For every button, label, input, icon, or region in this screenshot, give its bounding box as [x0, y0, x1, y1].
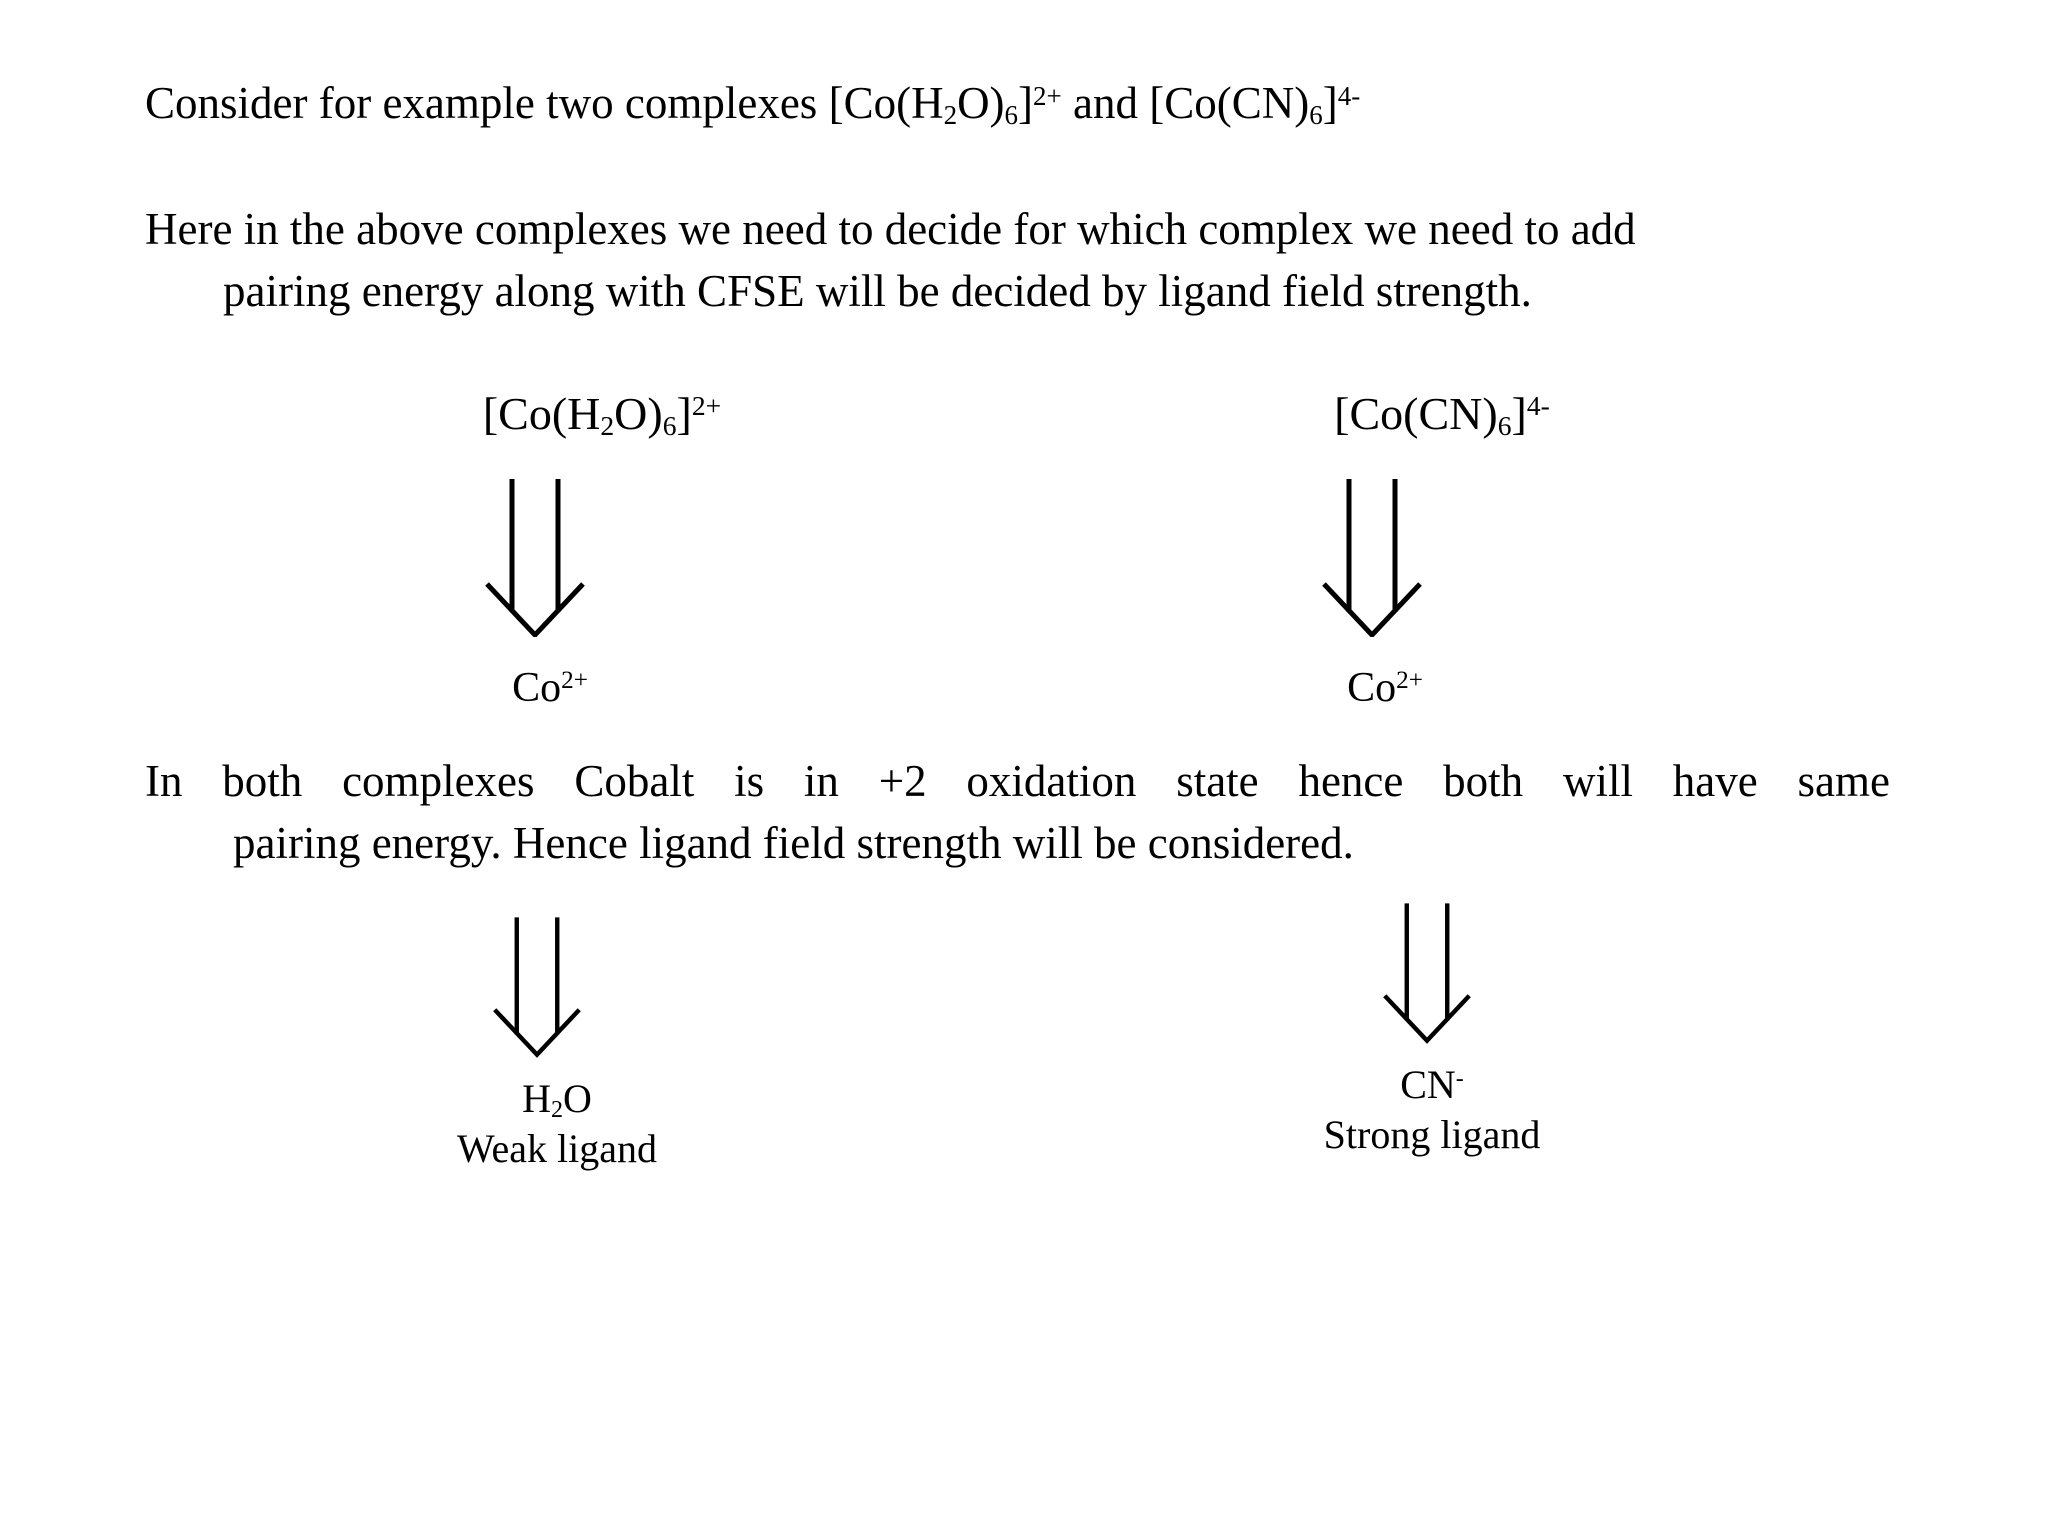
formula-segment: [Co(H	[482, 388, 601, 439]
formula-subscript: 6	[1497, 410, 1512, 442]
formula-subscript: 6	[1309, 99, 1323, 130]
formula-charge: 4-	[1337, 80, 1361, 111]
formula-segment: ]	[1322, 78, 1338, 128]
strong-ligand-block: CN- Strong ligand	[1282, 1060, 1582, 1160]
formula-charge: -	[1455, 1066, 1464, 1092]
formula-charge: 2+	[1033, 80, 1062, 111]
formula-segment: [Co(H	[828, 78, 944, 128]
left-complex-label: [Co(H2O)6]2+	[402, 386, 802, 442]
paragraph-line: In both complexes Cobalt is in +2 oxidat…	[145, 756, 1890, 806]
formula-segment: [Co(CN)	[1149, 78, 1310, 128]
intro-text: Consider for example two complexes	[145, 78, 829, 128]
formula-hexacyano-cobalt: [Co(CN)6]4-	[1334, 388, 1550, 439]
formula-subscript: 2	[943, 99, 958, 130]
formula-charge: 2+	[691, 390, 722, 422]
formula-cyanide: CN-	[1282, 1060, 1582, 1110]
left-cobalt-ion-label: Co2+	[450, 662, 650, 714]
right-complex-label: [Co(CN)6]4-	[1242, 386, 1642, 442]
formula-segment: O)	[614, 388, 663, 439]
formula-charge: 4-	[1526, 390, 1550, 422]
formula-cobalt-ion: Co2+	[512, 665, 588, 711]
formula-segment: CN	[1400, 1062, 1456, 1107]
formula-water: H2O	[407, 1074, 707, 1124]
formula-segment: ]	[1018, 78, 1034, 128]
double-down-arrow-icon	[493, 917, 581, 1058]
paragraph-line: Consider for example two complexes [Co(H…	[145, 72, 1945, 134]
formula-subscript: 6	[662, 410, 677, 442]
formula-charge: 2+	[561, 667, 588, 695]
conclusion-paragraph: In both complexes Cobalt is in +2 oxidat…	[145, 750, 1890, 874]
paragraph-line: pairing energy. Hence ligand field stren…	[233, 818, 1354, 868]
paragraph-line: pairing energy along with CFSE will be d…	[223, 266, 1532, 316]
formula-charge: 2+	[1396, 667, 1423, 695]
formula-segment: Co	[512, 665, 562, 711]
formula-hexacyano-cobalt: [Co(CN)6]4-	[1149, 78, 1360, 128]
formula-segment: O	[563, 1076, 592, 1121]
ligand-strength-label: Weak ligand	[456, 1126, 658, 1171]
ligand-strength-label: Strong ligand	[1323, 1112, 1541, 1157]
formula-segment: ]	[1511, 388, 1527, 439]
formula-segment: [Co(CN)	[1334, 388, 1498, 439]
formula-segment: H	[522, 1076, 551, 1121]
double-down-arrow-icon	[1383, 903, 1471, 1044]
formula-subscript: 2	[551, 1097, 563, 1124]
double-down-arrow-icon	[485, 479, 585, 637]
formula-segment: ]	[676, 388, 692, 439]
formula-segment: Co	[1347, 665, 1397, 711]
formula-hexaaqua-cobalt: [Co(H2O)6]2+	[483, 388, 721, 439]
formula-cobalt-ion: Co2+	[1347, 665, 1423, 711]
weak-ligand-block: H2O Weak ligand	[407, 1074, 707, 1174]
double-down-arrow-icon	[1322, 479, 1422, 637]
right-cobalt-ion-label: Co2+	[1285, 662, 1485, 714]
formula-hexaaqua-cobalt: [Co(H2O)6]2+	[829, 78, 1062, 128]
intro-connector: and	[1061, 78, 1150, 128]
formula-subscript: 6	[1004, 99, 1019, 130]
formula-segment: O)	[957, 78, 1005, 128]
intro-paragraph: Consider for example two complexes [Co(H…	[145, 72, 1945, 134]
explanation-paragraph: Here in the above complexes we need to d…	[145, 198, 1905, 322]
formula-subscript: 2	[600, 410, 615, 442]
paragraph-line: Here in the above complexes we need to d…	[145, 204, 1636, 254]
